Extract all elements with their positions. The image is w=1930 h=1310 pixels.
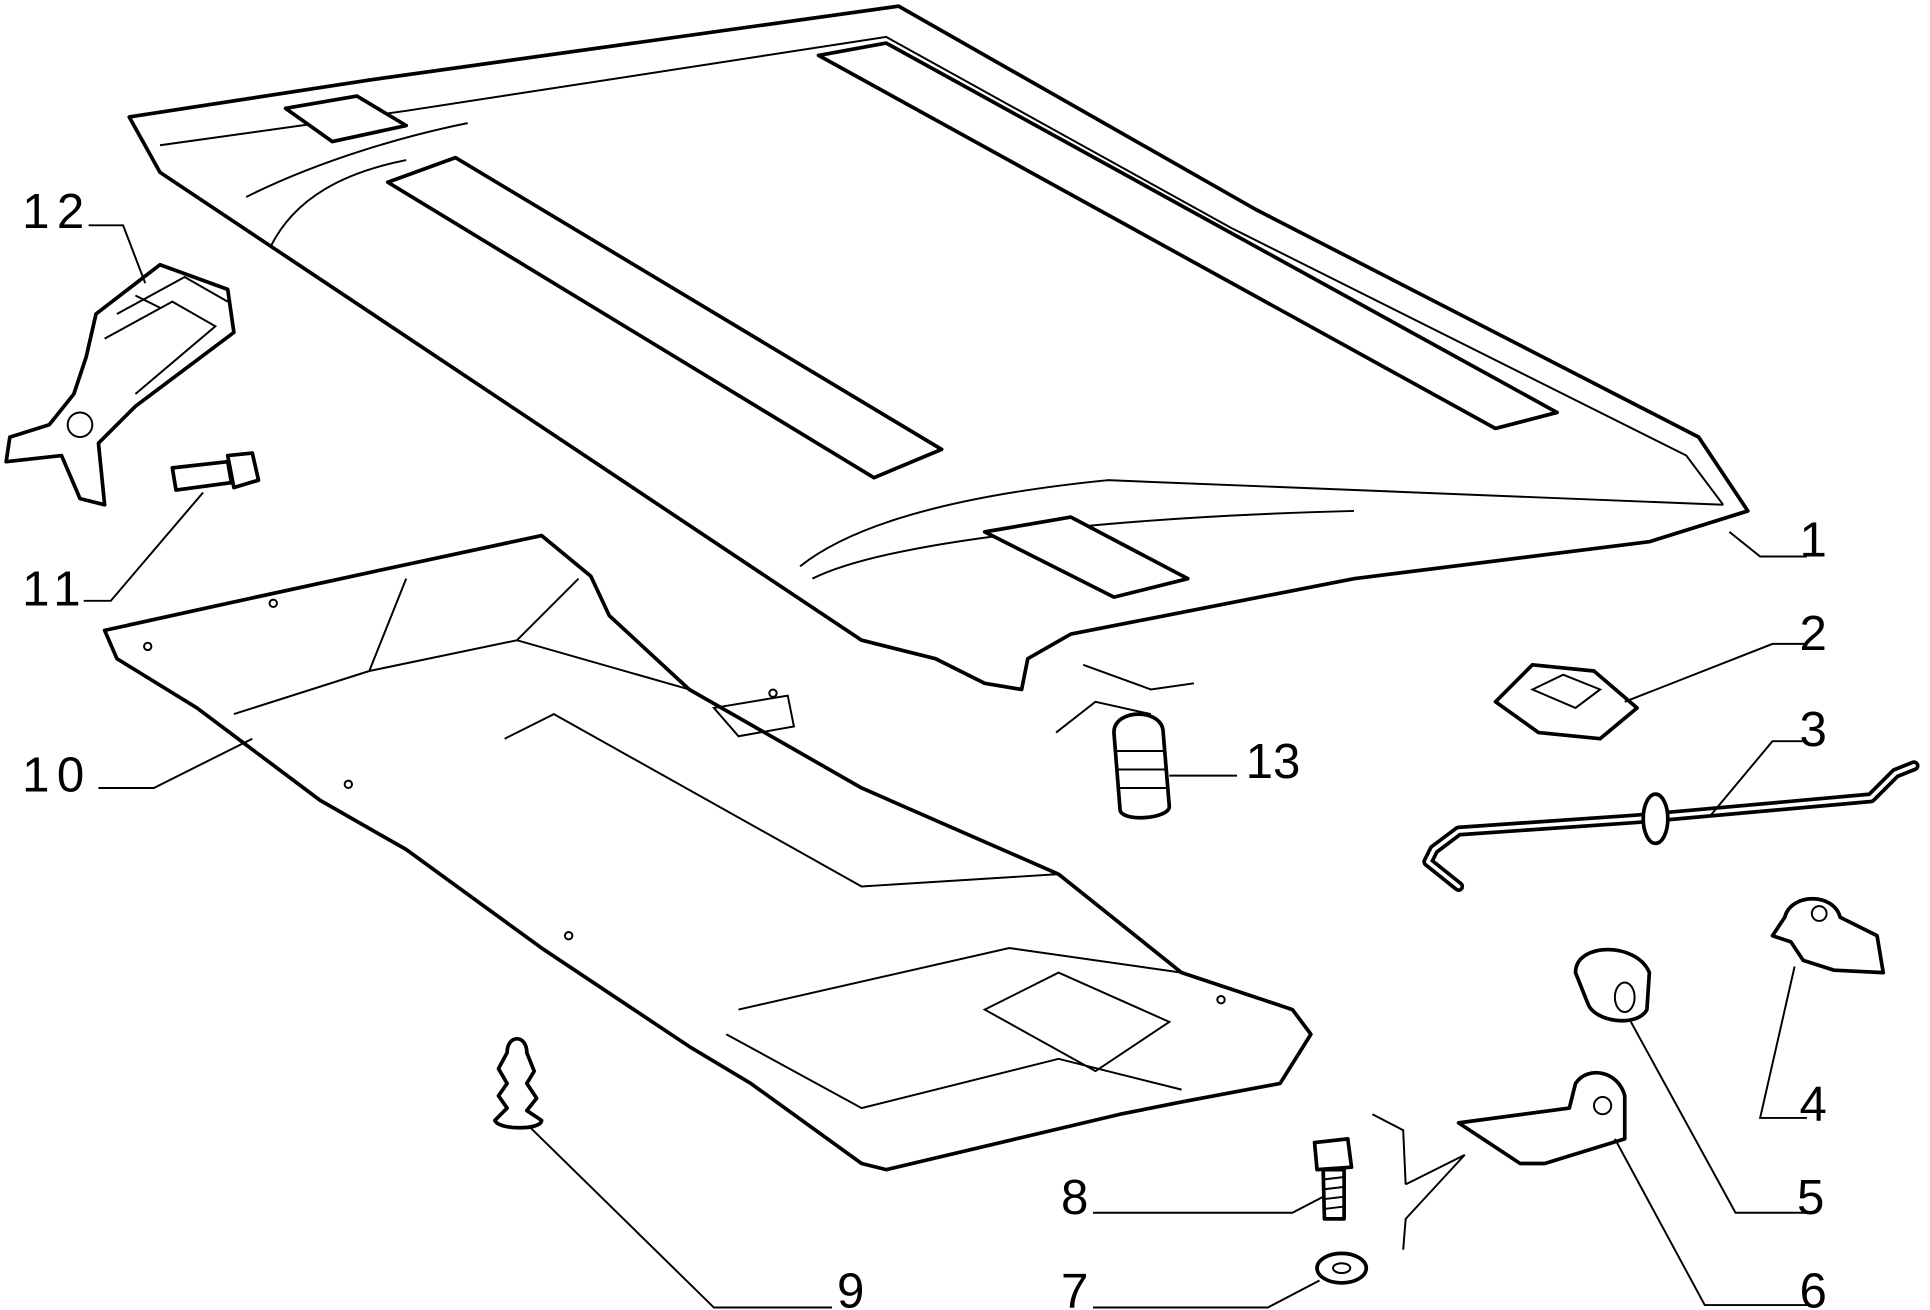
leader-2 bbox=[1624, 642, 1807, 703]
washer bbox=[1315, 1251, 1369, 1285]
rubber-stop bbox=[1055, 663, 1195, 820]
rod-clip bbox=[1770, 896, 1886, 975]
clip bbox=[1493, 663, 1639, 741]
leader-12 bbox=[88, 224, 147, 284]
label-3: 3 bbox=[1800, 702, 1835, 757]
leader-3 bbox=[1710, 740, 1807, 816]
callout-labels: 12 11 10 1 2 3 13 4 5 6 7 8 9 bbox=[22, 184, 1835, 1310]
leader-5 bbox=[1630, 1021, 1807, 1214]
leader-9 bbox=[528, 1125, 833, 1309]
label-2: 2 bbox=[1800, 606, 1835, 661]
leader-10 bbox=[98, 737, 253, 789]
bolt bbox=[1312, 1137, 1354, 1221]
label-4: 4 bbox=[1800, 1076, 1835, 1131]
rubber-bumper bbox=[1573, 947, 1652, 1023]
label-7: 7 bbox=[1061, 1264, 1096, 1310]
label-8: 8 bbox=[1061, 1170, 1096, 1225]
label-1: 1 bbox=[1800, 512, 1835, 567]
hood-panel bbox=[127, 4, 1750, 692]
label-11: 11 bbox=[22, 562, 88, 617]
label-9: 9 bbox=[837, 1264, 872, 1310]
leader-8 bbox=[1093, 1195, 1324, 1214]
underhood-insulation-panel bbox=[102, 533, 1313, 1172]
label-5: 5 bbox=[1797, 1170, 1832, 1225]
leader-11 bbox=[83, 491, 204, 602]
hinge-bolt bbox=[170, 451, 261, 492]
label-6: 6 bbox=[1800, 1264, 1835, 1310]
hinge bbox=[4, 262, 236, 507]
push-fastener bbox=[492, 1037, 544, 1130]
prop-rod bbox=[1422, 760, 1920, 893]
label-13: 13 bbox=[1246, 734, 1301, 789]
leader-4 bbox=[1758, 966, 1807, 1119]
label-12: 12 bbox=[22, 184, 92, 239]
leader-6 bbox=[1614, 1138, 1807, 1307]
leader-1 bbox=[1728, 531, 1807, 558]
leader-7 bbox=[1093, 1279, 1320, 1309]
leader-lines bbox=[83, 224, 1807, 1309]
bracket bbox=[1371, 1071, 1627, 1250]
label-10: 10 bbox=[22, 748, 92, 803]
